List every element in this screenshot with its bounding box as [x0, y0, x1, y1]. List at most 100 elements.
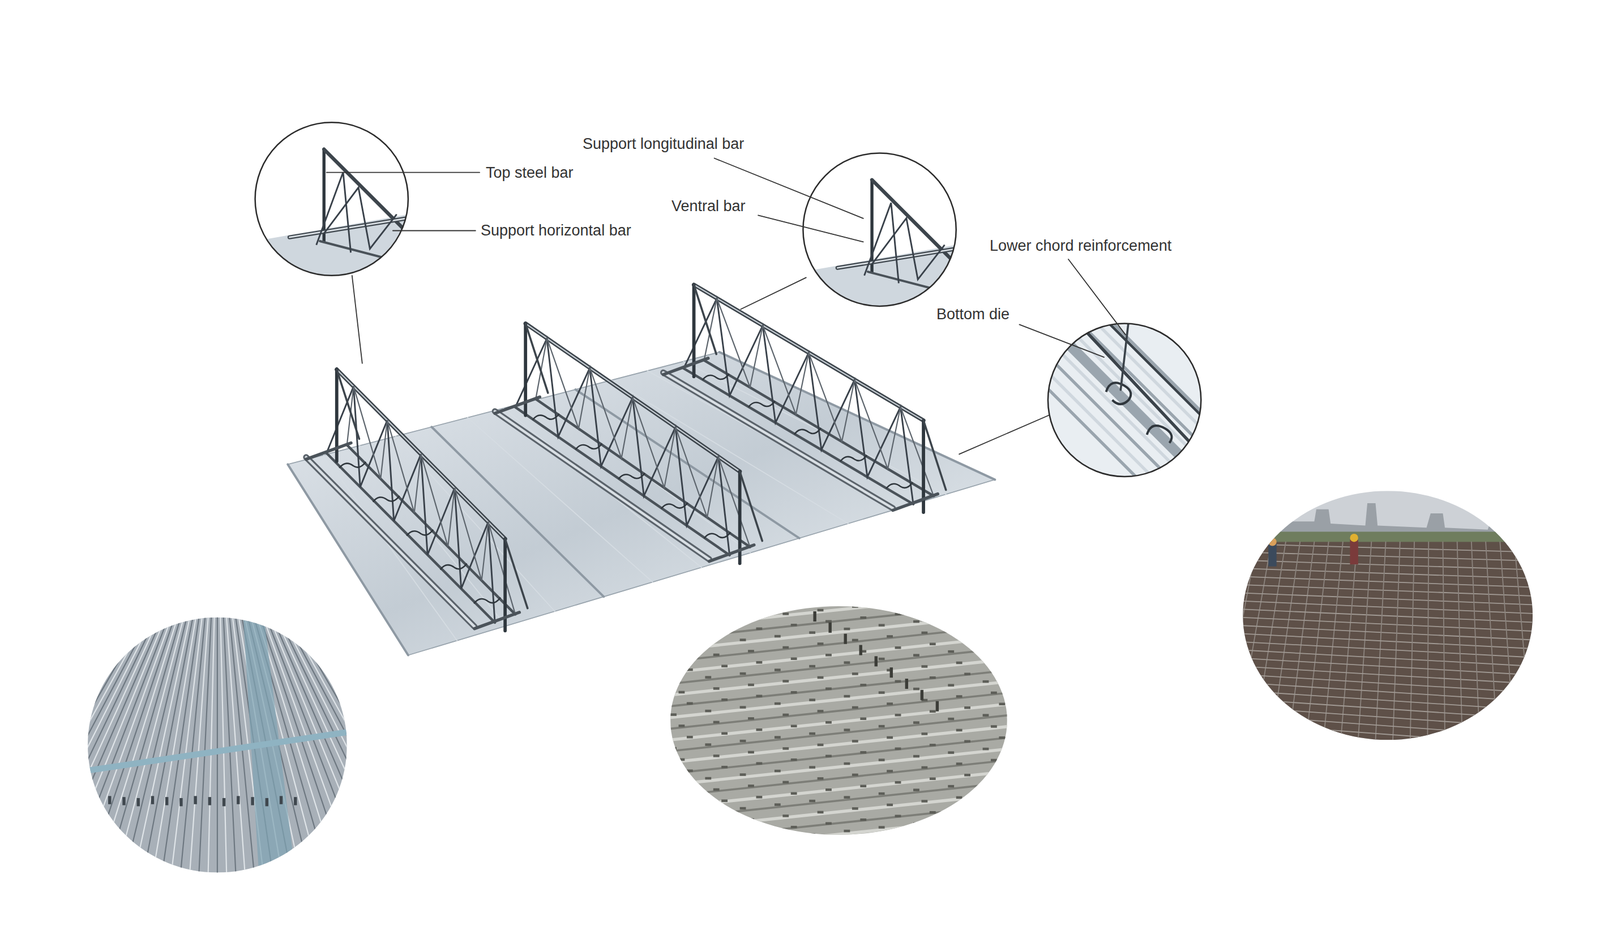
weld-mark: [704, 844, 712, 848]
weld-mark: [913, 822, 920, 826]
rebar-line: [281, 617, 410, 874]
worker: [1268, 544, 1277, 567]
weld-mark: [982, 646, 990, 650]
rebar-line: [1242, 568, 1533, 579]
weld-mark: [998, 601, 1005, 605]
rebar-line: [302, 617, 475, 874]
rebar-line: [107, 617, 181, 874]
weld-mark: [686, 702, 693, 705]
hook: [575, 443, 602, 450]
photo-ground: [670, 606, 1008, 836]
weld-mark: [713, 822, 720, 825]
post-mark: [279, 796, 283, 804]
weld-mark: [913, 620, 920, 624]
deck-sheet: [287, 352, 995, 656]
weld-mark: [921, 665, 928, 669]
rebar-line: [1242, 707, 1533, 728]
truss-row: [670, 816, 1008, 853]
rebar-line: [309, 617, 493, 874]
rebar-line: [1288, 541, 1315, 740]
rebar-line: [0, 617, 135, 874]
leader-line: [352, 275, 363, 364]
weld-mark: [739, 840, 747, 844]
post-mark: [293, 797, 297, 806]
weld-mark: [756, 762, 763, 765]
weld-mark: [956, 695, 963, 699]
magnified-detail: [802, 180, 956, 307]
weld-mark: [817, 709, 824, 713]
weld-mark: [782, 713, 789, 717]
rebar-line: [1242, 699, 1533, 720]
rebar-line: [1242, 625, 1533, 640]
support-horizontal-bar: [494, 396, 540, 414]
rebar-line: [0, 617, 138, 874]
weld-mark: [998, 635, 1005, 639]
weld-mark: [713, 653, 720, 657]
weld-mark: [704, 676, 712, 679]
truss-row: [670, 805, 1008, 842]
rebar-line: [1201, 541, 1243, 740]
rebar-line: [216, 617, 218, 874]
weld-mark: [809, 800, 816, 803]
weld-mark: [747, 784, 755, 788]
weld-mark: [982, 815, 990, 819]
lower-chord: [515, 407, 730, 555]
weld-mark: [921, 800, 928, 803]
worker: [1349, 540, 1358, 565]
rebar-line: [1242, 642, 1533, 658]
rebar-line: [287, 617, 429, 874]
rebar-line: [125, 617, 187, 874]
weld-mark: [913, 721, 920, 725]
rebar-line: [1242, 552, 1533, 562]
weld-mark: [782, 781, 789, 785]
leader-line: [1068, 259, 1126, 335]
weld-mark: [817, 743, 824, 747]
weld-mark: [929, 609, 936, 613]
weld-mark: [852, 773, 859, 777]
weld-mark: [825, 788, 832, 792]
post-mark: [108, 796, 111, 804]
truss-row: [670, 592, 1008, 628]
ventral-bar: [864, 202, 900, 284]
rebar-line: [97, 617, 178, 874]
magnifier-ground: [802, 152, 956, 306]
weld-mark: [747, 683, 755, 687]
deck-rib: [647, 370, 898, 509]
hook: [440, 563, 468, 571]
weld-mark: [721, 631, 728, 635]
weld-mark: [990, 725, 998, 729]
deck-rib: [287, 464, 409, 656]
rebar-line: [0, 617, 129, 874]
weld-mark: [756, 829, 763, 833]
rebar-line: [1242, 650, 1533, 667]
weld-mark: [844, 796, 851, 799]
weld-mark: [790, 623, 798, 627]
rebar-line: [1242, 617, 1533, 632]
weld-mark: [704, 608, 712, 612]
weld-mark: [947, 583, 954, 586]
support-brace: [923, 420, 947, 491]
weld-mark: [956, 729, 963, 733]
weld-mark: [825, 653, 832, 657]
weld-mark: [817, 642, 824, 646]
weld-mark: [747, 616, 755, 620]
weld-mark: [982, 613, 990, 616]
weld-mark: [686, 634, 693, 638]
weld-mark: [774, 668, 781, 672]
magnifier-ring: [255, 122, 409, 276]
part-label: Top steel bar: [485, 163, 574, 183]
magnified-detail: [255, 149, 409, 276]
bottom-die-rib: [1064, 323, 1218, 477]
hook: [661, 502, 688, 509]
post-mark: [890, 667, 893, 678]
post-mark: [828, 622, 832, 633]
worker-head: [1349, 533, 1358, 542]
weld-mark: [860, 616, 867, 620]
weld-mark: [895, 713, 902, 717]
post-mark: [905, 678, 909, 690]
rebar-line: [1323, 541, 1343, 740]
site-photo: [670, 579, 1008, 853]
support-horizontal-bar: [662, 358, 708, 375]
weld-mark: [678, 657, 686, 661]
weld-mark: [686, 668, 693, 672]
